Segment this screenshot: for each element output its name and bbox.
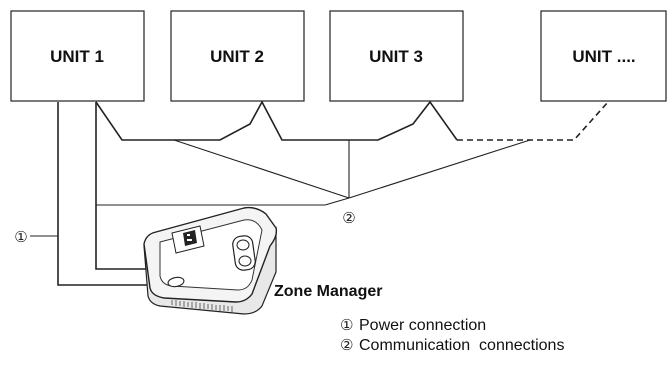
communication-bus [95,100,458,141]
communication-callout-marker: ② [342,209,355,227]
communication-wire [95,102,148,270]
unit-box-1: UNIT 1 [10,10,145,102]
communication-bus-extension [457,101,609,141]
display-icon [171,225,205,254]
control-buttons-icon [232,235,256,271]
legend-text-1: Power connection [359,317,486,334]
power-callout-marker: ① [14,228,27,246]
unit-label-1: UNIT 1 [50,47,104,66]
unit-box-2: UNIT 2 [170,10,305,102]
legend: ① Power connection ② Communication conne… [340,316,564,354]
unit-label-n: UNIT .... [572,47,635,66]
legend-marker-2: ② [340,336,353,354]
unit-label-2: UNIT 2 [210,47,264,66]
unit-label-3: UNIT 3 [369,47,423,66]
zone-manager-device [143,206,278,315]
legend-text-2: Communication connections [359,337,564,354]
unit-box-3: UNIT 3 [329,10,464,102]
zone-manager-label: Zone Manager [274,283,382,300]
legend-marker-1: ① [340,316,353,334]
power-wire [57,102,150,286]
communication-fan-lines [96,139,531,206]
status-led-icon [167,276,185,288]
unit-box-n: UNIT .... [540,10,667,102]
